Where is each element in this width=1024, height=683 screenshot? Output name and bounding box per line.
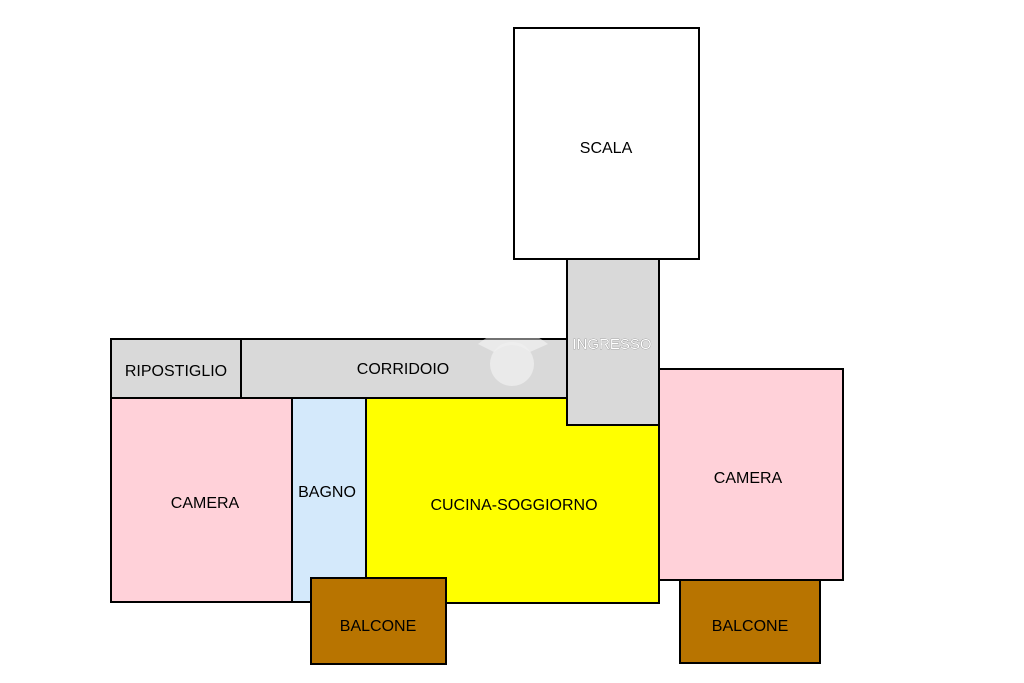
room-ingresso-area xyxy=(566,258,660,426)
room-balcone-left-area xyxy=(310,577,447,665)
room-camera-left: CAMERA xyxy=(110,397,293,603)
room-bagno: BAGNO xyxy=(291,397,367,603)
room-scala-label: SCALA xyxy=(580,140,633,157)
room-cucina-soggiorno-area xyxy=(365,397,660,604)
room-cucina-soggiorno: CUCINA-SOGGIORNO xyxy=(365,397,660,604)
room-balcone-right: BALCONE xyxy=(679,579,821,664)
room-ripostiglio: RIPOSTIGLIO xyxy=(110,338,242,399)
room-corridoio: CORRIDOIO xyxy=(240,338,568,399)
room-scala: SCALA xyxy=(513,27,700,260)
room-corridoio-label: CORRIDOIO xyxy=(357,361,449,378)
room-ingresso-label: INGRESSO xyxy=(572,336,651,353)
room-camera-right-area xyxy=(658,368,844,581)
room-balcone-left-label: BALCONE xyxy=(340,618,416,635)
room-balcone-left: BALCONE xyxy=(310,577,447,665)
room-corridoio-area xyxy=(240,338,568,399)
room-cucina-soggiorno-label: CUCINA-SOGGIORNO xyxy=(430,497,597,514)
room-ingresso: INGRESSO xyxy=(566,258,660,426)
logo-watermark-icon xyxy=(478,330,548,386)
room-camera-right-label: CAMERA xyxy=(714,470,783,487)
room-bagno-label: BAGNO xyxy=(298,484,356,501)
room-ripostiglio-label: RIPOSTIGLIO xyxy=(125,363,227,380)
room-bagno-area xyxy=(291,397,367,603)
room-balcone-right-area xyxy=(679,579,821,664)
room-balcone-right-label: BALCONE xyxy=(712,618,788,635)
room-camera-right: CAMERA xyxy=(658,368,844,581)
room-ripostiglio-area xyxy=(110,338,242,399)
room-scala-area xyxy=(513,27,700,260)
room-camera-left-label: CAMERA xyxy=(171,495,240,512)
